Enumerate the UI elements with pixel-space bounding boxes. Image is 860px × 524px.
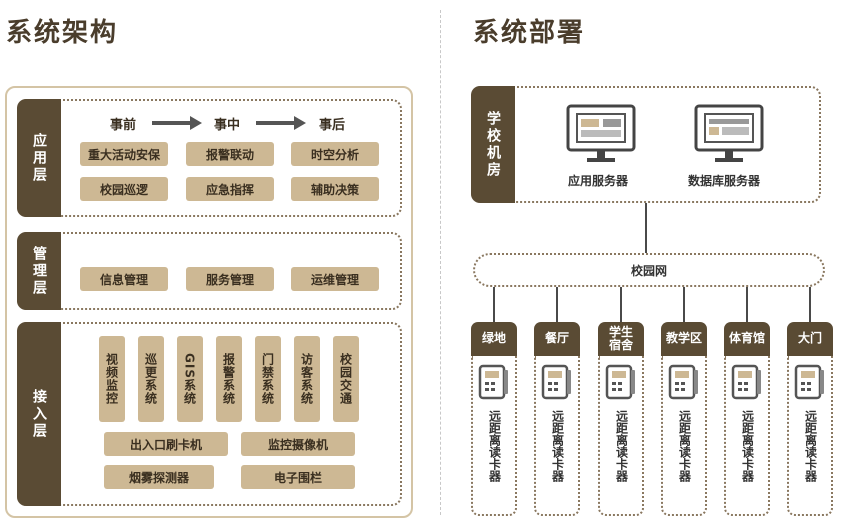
link-site-5 bbox=[746, 287, 748, 322]
management-layer-label: 管理层 bbox=[17, 232, 61, 310]
access-system-patrol: 巡更系统 bbox=[138, 336, 164, 422]
database-server-label: 数据库服务器 bbox=[688, 174, 761, 188]
card-reader-icon bbox=[605, 364, 635, 400]
link-site-4 bbox=[683, 287, 685, 322]
access-system-alarm: 报警系统 bbox=[216, 336, 242, 422]
mgmt-item-info: 信息管理 bbox=[80, 267, 168, 291]
app-item-emergency: 应急指挥 bbox=[186, 177, 274, 201]
site-teaching-area-body bbox=[661, 356, 707, 516]
card-reader-icon bbox=[541, 364, 571, 400]
arrow-1 bbox=[152, 121, 192, 125]
arrow-2-head bbox=[294, 116, 306, 130]
app-item-security: 重大活动安保 bbox=[80, 142, 168, 166]
site-dormitory: 学生宿舍 bbox=[598, 322, 644, 356]
access-system-gis: GIS系统 bbox=[177, 336, 203, 422]
app-item-spatiotemporal: 时空分析 bbox=[291, 142, 379, 166]
reader-label-5: 远距离读卡器 bbox=[740, 410, 755, 482]
link-site-1 bbox=[493, 287, 495, 322]
site-dormitory-body bbox=[598, 356, 644, 516]
room-network-link bbox=[645, 203, 647, 253]
application-server-label: 应用服务器 bbox=[568, 174, 629, 188]
site-main-gate: 大门 bbox=[787, 322, 833, 356]
card-reader-icon bbox=[478, 364, 508, 400]
arrow-1-head bbox=[190, 116, 202, 130]
reader-label-6: 远距离读卡器 bbox=[803, 410, 818, 482]
deployment-title: 系统部署 bbox=[473, 18, 586, 48]
card-reader-icon bbox=[794, 364, 824, 400]
phase-before: 事前 bbox=[110, 118, 137, 133]
device-smoke-detector: 烟雾探测器 bbox=[104, 465, 214, 489]
app-item-patrol: 校园巡逻 bbox=[80, 177, 168, 201]
section-divider bbox=[440, 10, 441, 515]
reader-label-2: 远距离读卡器 bbox=[550, 410, 565, 482]
site-canteen: 餐厅 bbox=[534, 322, 580, 356]
site-teaching-area: 教学区 bbox=[661, 322, 707, 356]
database-server-icon bbox=[694, 104, 764, 162]
server-room: 学校机房 bbox=[471, 86, 821, 203]
access-system-traffic: 校园交通 bbox=[333, 336, 359, 422]
access-system-video: 视频监控 bbox=[99, 336, 125, 422]
access-system-visitor: 访客系统 bbox=[294, 336, 320, 422]
site-canteen-body bbox=[534, 356, 580, 516]
link-site-6 bbox=[809, 287, 811, 322]
reader-label-3: 远距离读卡器 bbox=[614, 410, 629, 482]
site-green-space: 绿地 bbox=[471, 322, 517, 356]
device-camera: 监控摄像机 bbox=[241, 432, 355, 456]
card-reader-icon bbox=[731, 364, 761, 400]
access-system-door: 门禁系统 bbox=[255, 336, 281, 422]
application-layer-label: 应用层 bbox=[17, 99, 61, 217]
arrow-2 bbox=[256, 121, 296, 125]
reader-label-1: 远距离读卡器 bbox=[487, 410, 502, 482]
mgmt-item-ops: 运维管理 bbox=[291, 267, 379, 291]
campus-network: 校园网 bbox=[473, 253, 825, 287]
phase-after: 事后 bbox=[319, 118, 346, 133]
phase-during: 事中 bbox=[214, 118, 241, 133]
site-green-space-body bbox=[471, 356, 517, 516]
server-room-label: 学校机房 bbox=[471, 86, 515, 203]
link-site-3 bbox=[620, 287, 622, 322]
access-layer-label: 接入层 bbox=[17, 322, 61, 506]
card-reader-icon bbox=[668, 364, 698, 400]
mgmt-item-service: 服务管理 bbox=[186, 267, 274, 291]
architecture-title: 系统架构 bbox=[6, 18, 119, 48]
app-item-decision: 辅助决策 bbox=[291, 177, 379, 201]
site-gym-body bbox=[724, 356, 770, 516]
app-item-alarm-linkage: 报警联动 bbox=[186, 142, 274, 166]
site-gym: 体育馆 bbox=[724, 322, 770, 356]
site-main-gate-body bbox=[787, 356, 833, 516]
reader-label-4: 远距离读卡器 bbox=[677, 410, 692, 482]
device-card-reader: 出入口刷卡机 bbox=[104, 432, 228, 456]
application-server-icon bbox=[566, 104, 636, 162]
device-fence: 电子围栏 bbox=[241, 465, 355, 489]
link-site-2 bbox=[556, 287, 558, 322]
architecture-frame bbox=[5, 86, 413, 518]
